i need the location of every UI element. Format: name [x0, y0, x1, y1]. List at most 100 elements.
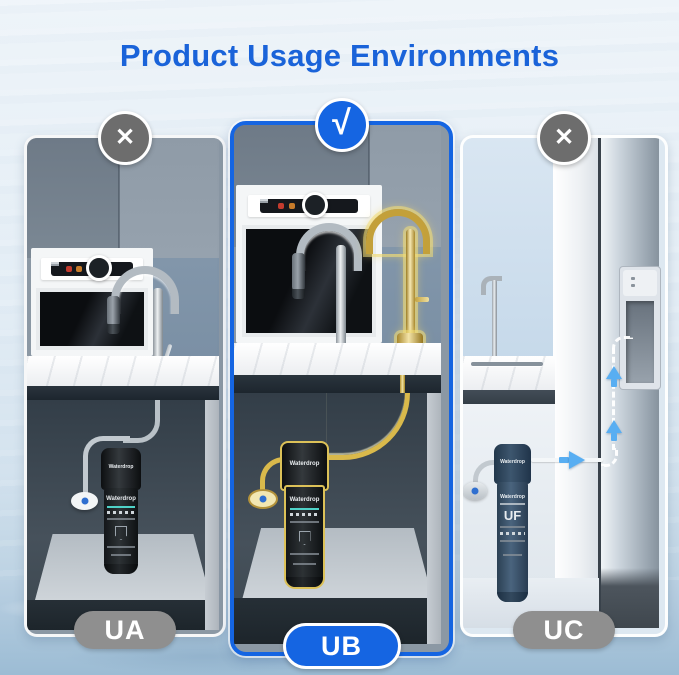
- cabinet-column: [553, 138, 601, 628]
- badge-ua-label: UA: [104, 614, 146, 645]
- slim-faucet-body: [492, 280, 497, 358]
- dispenser-indicator: [631, 277, 635, 280]
- badge-ub: UB: [282, 623, 401, 669]
- label-text-bar: [289, 553, 320, 555]
- tube-riser: [612, 348, 618, 450]
- under-sink-cabinet: Waterdrop Waterdrop: [234, 393, 441, 644]
- cross-icon: ✕: [553, 124, 575, 151]
- flow-arrow-up-icon: [606, 420, 622, 433]
- gold-faucet-body: [406, 229, 415, 339]
- sink: [471, 362, 543, 366]
- panel-uc: ✕: [460, 111, 668, 649]
- water-dispenser: [619, 266, 661, 390]
- label-text-bar: [500, 540, 525, 542]
- badge-uc-label: UC: [543, 614, 585, 645]
- filter-type-label: UF: [503, 508, 522, 523]
- flow-arrow-up-tail: [611, 433, 617, 441]
- counter-shadow: [463, 390, 555, 404]
- oven-indicator: [75, 266, 82, 272]
- label-text-bar: [500, 503, 525, 505]
- dispenser-control-panel: [623, 270, 657, 296]
- label-text-bar: [503, 554, 522, 556]
- panel-ua: ✕: [24, 111, 226, 649]
- label-dots: [107, 511, 135, 514]
- oven-indicator: [65, 266, 72, 272]
- check-icon: √: [332, 104, 351, 142]
- under-sink-cabinet: Waterdrop Waterdrop: [27, 400, 219, 630]
- scene-uc-refrigerator: Waterdrop Waterdrop UF: [463, 138, 665, 634]
- flow-arrow-right-tail: [559, 457, 569, 463]
- cabinet-left: [27, 138, 119, 258]
- label-text-bar: [107, 518, 135, 520]
- oven-indicator: [277, 203, 284, 209]
- counter-front-edge: [27, 386, 219, 400]
- filter-body: Waterdrop: [284, 485, 325, 589]
- scene-ua-kitchen: Waterdrop Waterdrop: [27, 138, 223, 634]
- oven-knob: [301, 192, 328, 218]
- label-dots: [289, 513, 320, 516]
- valve-indicator: [81, 497, 88, 505]
- filter-brand: Waterdrop: [500, 459, 525, 465]
- scene-ub-kitchen: Waterdrop Waterdrop: [234, 125, 449, 652]
- chrome-faucet-sprayer: [292, 253, 305, 299]
- chrome-faucet-sprayer: [107, 296, 120, 334]
- oven-control-panel: [247, 192, 371, 218]
- tube-curve-top: [612, 336, 633, 353]
- supply-tube: [473, 460, 506, 491]
- oven-indicator: [51, 262, 59, 264]
- shield-icon: [298, 531, 311, 545]
- countertop: [234, 343, 441, 375]
- chrome-faucet-body: [153, 288, 163, 364]
- not-suitable-badge: ✕: [537, 111, 591, 165]
- feed-water-valve: [71, 492, 98, 510]
- oven-indicator: [259, 201, 268, 203]
- supply-tube: [123, 400, 160, 443]
- counter-front-edge: [234, 375, 441, 393]
- flow-arrow-right-icon: [569, 451, 585, 469]
- cross-icon: ✕: [114, 124, 136, 151]
- oven-control-panel: [40, 255, 144, 281]
- page-title: Product Usage Environments: [119, 38, 560, 73]
- filter-body: Waterdrop UF: [497, 482, 528, 602]
- chrome-faucet-spout: [111, 266, 179, 314]
- flow-arrow-up-icon: [606, 366, 622, 379]
- not-suitable-badge: ✕: [98, 111, 152, 165]
- badge-uc: UC: [513, 611, 615, 649]
- countertop: [27, 356, 219, 386]
- dispenser-indicator: [631, 284, 635, 287]
- label-dots: [500, 532, 525, 535]
- oven-indicator: [289, 203, 296, 209]
- suitable-badge: √: [314, 98, 369, 152]
- shield-icon: [115, 526, 127, 540]
- label-accent-line: [289, 508, 320, 510]
- panel-ub-selected: √: [230, 98, 453, 669]
- badge-ua: UA: [74, 611, 176, 649]
- cabinet-seam: [118, 138, 120, 258]
- filter-bottom-cap: [104, 564, 138, 574]
- gold-tube-riser: [400, 375, 405, 395]
- filter-bottom-cap: [497, 592, 528, 602]
- filter-brand: Waterdrop: [108, 464, 134, 470]
- filter-body: Waterdrop: [104, 488, 138, 574]
- filter-bottom-cap: [286, 577, 323, 587]
- countertop: [463, 356, 555, 390]
- badge-ub-label: UB: [321, 630, 362, 661]
- oven-knob: [85, 255, 112, 281]
- feed-water-valve: [248, 489, 278, 509]
- refrigerator-edge: [598, 138, 601, 628]
- feed-water-valve: [463, 482, 487, 500]
- chrome-faucet-body: [336, 245, 346, 349]
- cabinet-floor: [242, 528, 433, 600]
- filter-head: Waterdrop: [494, 444, 531, 484]
- flow-arrow-up-tail: [611, 379, 617, 387]
- label-text-bar: [110, 554, 132, 556]
- filter-brand: Waterdrop: [106, 496, 136, 502]
- chrome-faucet-spout: [296, 223, 362, 271]
- filter-brand: Waterdrop: [500, 494, 525, 500]
- oven-indicator: [259, 199, 268, 201]
- gold-tube-to-faucet: [326, 393, 410, 460]
- oven-indicator: [51, 264, 59, 266]
- filter-head: Waterdrop: [101, 448, 141, 490]
- label-accent-line: [107, 506, 135, 508]
